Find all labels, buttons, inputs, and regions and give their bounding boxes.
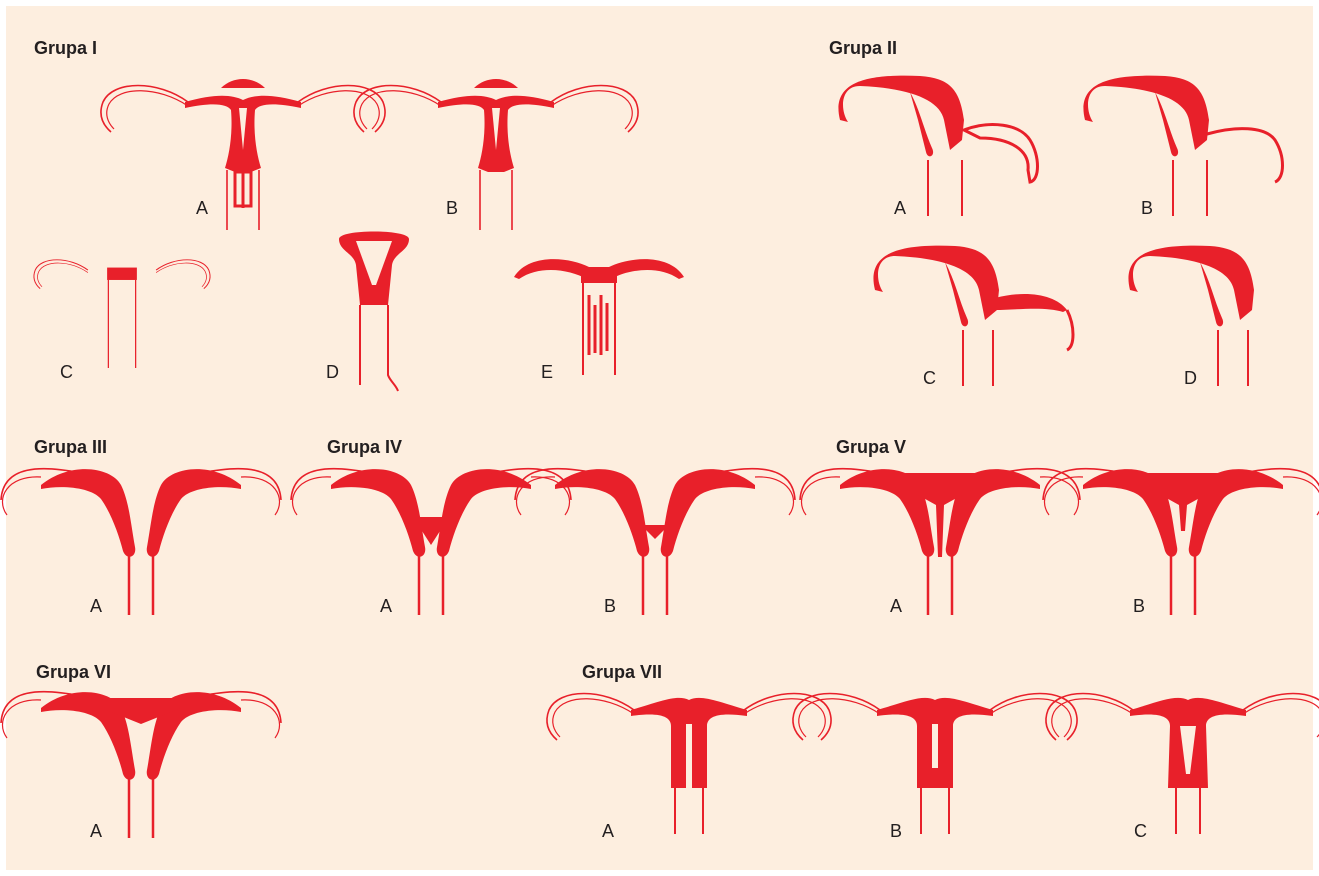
group-ii-a-figure — [838, 76, 1037, 216]
group-vi-label-a: A — [90, 821, 102, 841]
group-i-label-a: A — [196, 198, 208, 218]
group-v-label-b: B — [1133, 596, 1145, 616]
group-iii-a-figure — [1, 469, 281, 615]
group-iv-title: Grupa IV — [327, 437, 402, 457]
group-i-b-figure — [354, 79, 638, 230]
group-iv-label-b: B — [604, 596, 616, 616]
group-iv-b-figure — [515, 469, 795, 615]
group-vii-c-figure — [1046, 694, 1319, 835]
group-i-a-figure — [101, 79, 385, 230]
group-vii-b-figure — [793, 694, 1077, 835]
group-v-b-figure — [1043, 469, 1319, 615]
group-ii-d-figure — [1128, 246, 1254, 386]
group-vii-label-b: B — [890, 821, 902, 841]
group-iii-title: Grupa III — [34, 437, 107, 457]
group-ii-label-b: B — [1141, 198, 1153, 218]
group-i-label-d: D — [326, 362, 339, 382]
group-v-title: Grupa V — [836, 437, 906, 457]
group-ii-title: Grupa II — [829, 38, 897, 58]
group-i-label-e: E — [541, 362, 553, 382]
group-i-e-figure — [514, 259, 684, 375]
group-i-d-figure — [339, 232, 409, 392]
group-i-c-figure — [34, 260, 210, 368]
group-vi-title: Grupa VI — [36, 662, 111, 682]
group-i-label-b: B — [446, 198, 458, 218]
group-iv-a-figure — [291, 469, 571, 615]
group-vii-a-figure — [547, 694, 831, 835]
group-ii-b-figure — [1083, 76, 1282, 216]
group-vii-title: Grupa VII — [582, 662, 662, 682]
group-ii-label-d: D — [1184, 368, 1197, 388]
group-vii-label-a: A — [602, 821, 614, 841]
group-v-label-a: A — [890, 596, 902, 616]
group-ii-label-c: C — [923, 368, 936, 388]
group-i-title: Grupa I — [34, 38, 97, 58]
group-v-a-figure — [800, 469, 1080, 615]
group-vii-label-c: C — [1134, 821, 1147, 841]
group-iv-label-a: A — [380, 596, 392, 616]
group-iii-label-a: A — [90, 596, 102, 616]
group-i-label-c: C — [60, 362, 73, 382]
group-vi-a-figure — [1, 692, 281, 838]
group-ii-c-figure — [873, 246, 1073, 386]
group-ii-label-a: A — [894, 198, 906, 218]
